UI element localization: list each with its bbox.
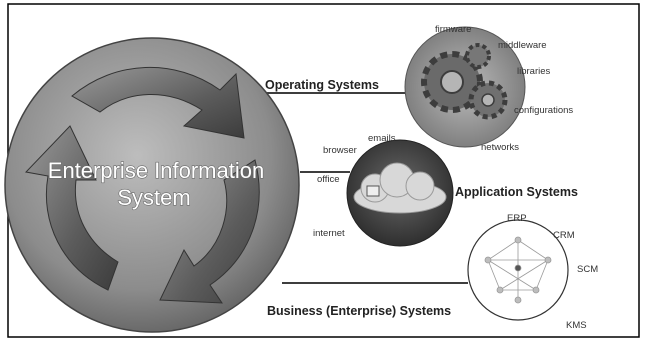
operating-systems-title: Operating Systems [265,78,379,92]
os-item-networks: networks [481,142,519,153]
biz-item-scm: SCM [577,264,598,275]
enterprise-globe: Enterprise Information System [4,37,300,333]
cycle-arrow-top-icon [71,67,245,139]
center-title-line1: Enterprise Information [48,158,264,183]
connector-lines [245,92,468,284]
business-systems-group: Business (Enterprise) Systems ERP CRM SC… [267,213,598,331]
os-item-configurations: configurations [514,105,573,116]
biz-item-crm: CRM [553,230,575,241]
center-title-line2: System [117,185,190,210]
cycle-arrow-left-icon [24,125,119,291]
app-item-emails: emails [368,133,396,144]
app-item-browser: browser [323,145,357,156]
os-item-firmware: firmware [435,24,471,35]
app-item-office: office [317,174,340,185]
operating-systems-group: Operating Systems firmware middleware li… [265,24,573,153]
monitor-icon [366,185,380,197]
network-graph-icon [484,236,552,304]
biz-item-kms: KMS [566,320,587,331]
cycle-arrow-right-icon [159,159,260,304]
business-systems-title: Business (Enterprise) Systems [267,304,451,318]
os-item-middleware: middleware [498,40,547,51]
gears-icon [421,43,508,120]
app-item-internet: internet [313,228,345,239]
application-systems-group: Application Systems emails browser offic… [313,133,578,247]
application-systems-title: Application Systems [455,185,578,199]
os-item-libraries: libraries [517,66,551,77]
biz-item-erp: ERP [507,213,527,224]
